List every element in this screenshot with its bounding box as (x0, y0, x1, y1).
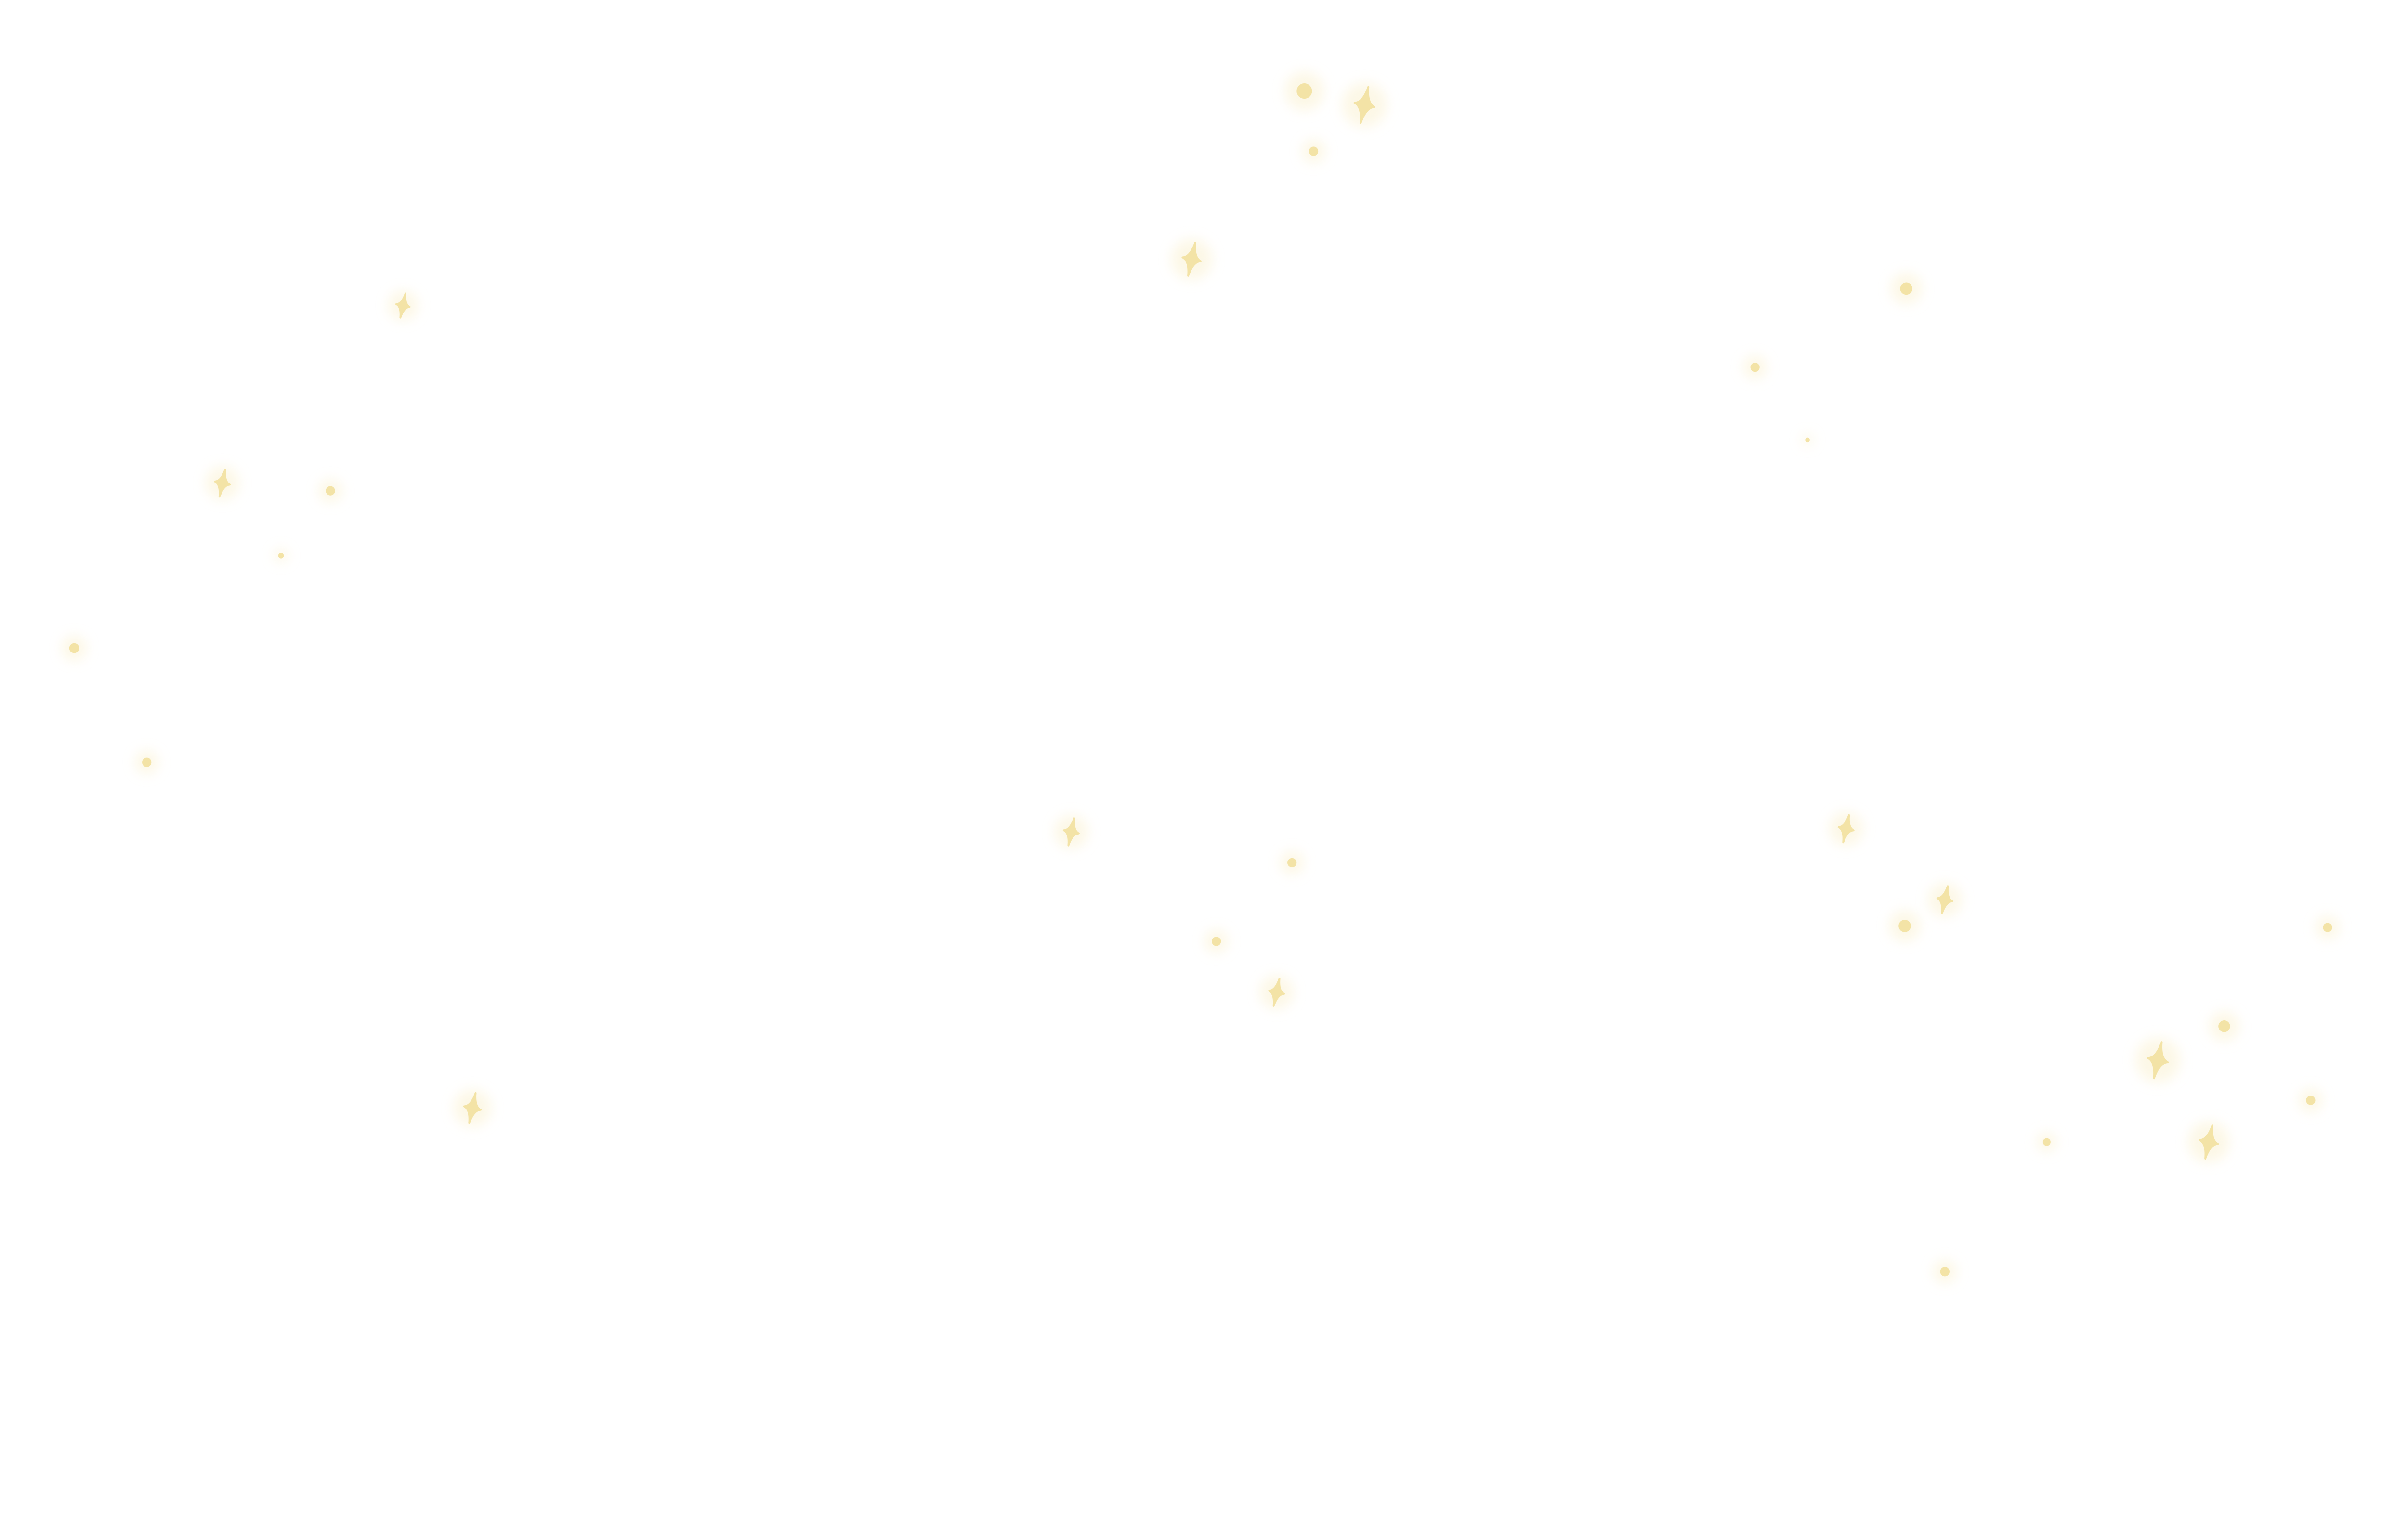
dot-icon (2306, 1096, 2316, 1105)
dot-icon (1805, 437, 1810, 443)
sparkle-background (62, 72, 2340, 1283)
dot-icon (1900, 282, 1913, 295)
sparkle-group (62, 72, 2340, 1283)
sparkle-icon (1181, 242, 1202, 277)
sparkle-icon (1837, 814, 1855, 844)
dot-icon (2323, 923, 2332, 932)
dot-icon (69, 643, 79, 653)
sparkle-icon (2199, 1124, 2219, 1160)
dot-icon (1309, 146, 1319, 156)
dot-icon (2218, 1020, 2230, 1032)
sparkle-icon (395, 292, 411, 319)
dot-icon (278, 552, 284, 559)
dot-icon (1296, 83, 1312, 99)
dot-icon (142, 757, 152, 767)
dot-icon (1750, 363, 1760, 372)
sparkle-icon (214, 468, 231, 498)
sparkle-icon (1936, 885, 1953, 914)
sparkle-icon (1268, 978, 1285, 1007)
dot-icon (1212, 937, 1221, 946)
dot-icon (1898, 920, 1911, 932)
dot-icon (1940, 1267, 1950, 1277)
sparkle-icon (2146, 1041, 2169, 1080)
sparkle-icon (1353, 86, 1375, 124)
dot-icon (2042, 1138, 2051, 1146)
sparkle-icon (463, 1092, 482, 1124)
dot-icon (1287, 858, 1297, 868)
dot-icon (326, 486, 335, 496)
sparkle-icon (1062, 817, 1080, 847)
